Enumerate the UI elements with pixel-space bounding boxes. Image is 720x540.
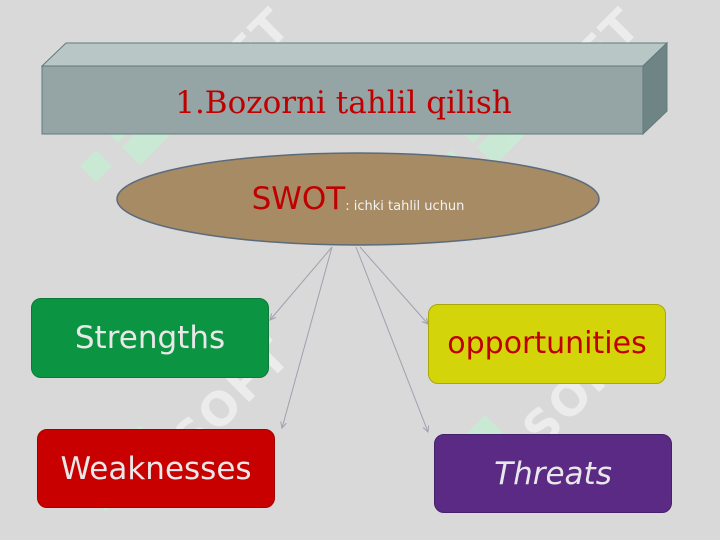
swot-label-group: SWOT : ichki tahlil uchun: [117, 153, 599, 245]
arrow-to-opportunities: [359, 246, 428, 324]
opportunities-box: opportunities: [428, 304, 666, 384]
threats-box: Threats: [434, 434, 672, 513]
slide-title: 1.Bozorni tahlil qilish: [175, 85, 512, 121]
swot-subtitle: : ichki tahlil uchun: [345, 198, 465, 214]
arrow-to-weaknesses: [282, 246, 333, 428]
arrow-to-threats: [355, 246, 428, 432]
swot-label: SWOT: [251, 181, 346, 217]
arrow-to-strengths: [270, 246, 333, 320]
connector-arrows: [270, 246, 428, 432]
weaknesses-box: Weaknesses: [37, 429, 275, 508]
swot-ellipse: [116, 152, 600, 246]
strengths-box: Strengths: [31, 298, 269, 378]
